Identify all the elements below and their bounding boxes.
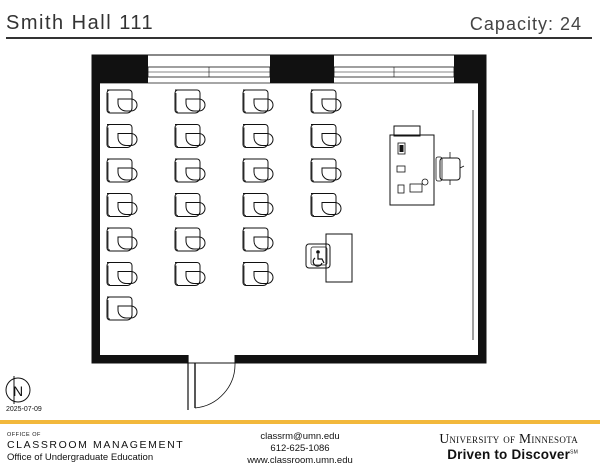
accessible-table — [305, 233, 353, 283]
university-name: University of Minnesota — [439, 431, 578, 447]
student-chair — [106, 193, 138, 217]
student-chair — [310, 158, 342, 183]
accessibility-icon — [312, 250, 325, 267]
capacity: Capacity:24 — [470, 14, 582, 35]
entry-door[interactable] — [187, 355, 236, 410]
walls — [91, 54, 487, 364]
student-chair — [242, 262, 274, 286]
student-chair — [106, 227, 138, 252]
capacity-label: Capacity: — [469, 14, 554, 34]
room-title: Smith Hall 111 — [6, 12, 155, 34]
student-chair — [310, 89, 342, 114]
dept-name: CLASSROOM MANAGEMENT — [7, 439, 185, 451]
student-chair — [106, 262, 138, 286]
capacity-value: 24 — [559, 14, 582, 34]
contact-email[interactable]: classrm@umn.edu — [260, 431, 340, 442]
student-chairs — [106, 89, 342, 321]
dept-subtitle: Office of Undergraduate Education — [7, 452, 154, 463]
student-chair — [242, 227, 274, 252]
student-chair — [106, 124, 138, 148]
dept-prefix: OFFICE OF — [7, 432, 41, 438]
student-chair — [310, 124, 342, 148]
tagline-text: Driven to Discover — [447, 447, 571, 462]
desk-chair — [435, 152, 465, 185]
instructor-station — [389, 125, 435, 206]
windows — [147, 66, 474, 340]
plan-date: 2025-07-09 — [6, 406, 42, 413]
header-divider — [6, 37, 592, 39]
contact-block: classrm@umn.edu 612-625-1086 www.classro… — [230, 431, 370, 467]
student-chair — [106, 296, 138, 321]
student-chair — [310, 193, 342, 217]
student-chair — [174, 227, 206, 252]
service-mark: SM — [570, 449, 578, 456]
student-chair — [174, 89, 206, 114]
university-label: University of Minnesota — [439, 431, 578, 446]
student-chair — [106, 89, 138, 114]
student-chair — [174, 158, 206, 183]
compass-icon: N — [5, 376, 31, 404]
student-chair — [242, 89, 274, 114]
contact-website[interactable]: www.classroom.umn.edu — [247, 455, 353, 466]
student-chair — [174, 262, 206, 286]
floor-plan: N — [5, 54, 487, 410]
compass-letter: N — [13, 383, 23, 399]
footer-accent-bar — [0, 420, 600, 424]
student-chair — [106, 158, 138, 183]
student-chair — [242, 124, 274, 148]
contact-phone: 612-625-1086 — [270, 443, 330, 454]
student-chair — [174, 124, 206, 148]
student-chair — [174, 193, 206, 217]
student-chair — [242, 193, 274, 217]
student-chair — [242, 158, 274, 183]
university-tagline: Driven to DiscoverSM — [447, 447, 578, 462]
